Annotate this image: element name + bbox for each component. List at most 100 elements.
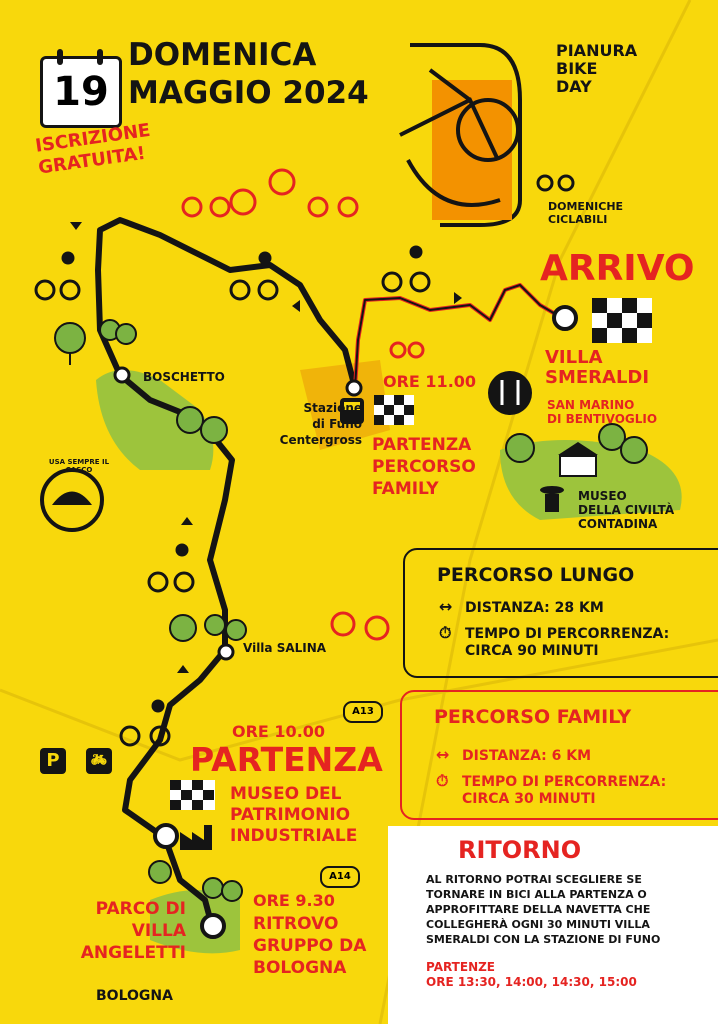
factory-icon bbox=[180, 825, 212, 850]
museum-line2: DELLA CIVILTÀ bbox=[578, 503, 675, 517]
checkered-flag-icon bbox=[592, 298, 652, 343]
family-start-label: PARTENZA PERCORSO FAMILY bbox=[372, 434, 476, 500]
museum-label: MUSEO DELLA CIVILTÀ CONTADINA bbox=[578, 489, 674, 531]
bike-logo-icon bbox=[399, 43, 575, 227]
brand-line2: BIKE bbox=[556, 59, 598, 78]
start-place-line2: PATRIMONIO bbox=[230, 805, 351, 825]
brand-line3: DAY bbox=[556, 77, 592, 96]
checkered-flag-icon bbox=[374, 395, 414, 425]
fork-knife-icon bbox=[488, 371, 532, 415]
family-start-line3: FAMILY bbox=[372, 479, 439, 499]
ritorno-line2: TORNARE IN BICI ALLA PARTENZA O bbox=[426, 888, 647, 901]
waypoint-villa-salina bbox=[217, 643, 235, 661]
stopwatch-icon: ⏱ bbox=[436, 771, 449, 790]
family-start-time: ORE 11.00 bbox=[383, 372, 477, 391]
percorso-lungo-distance: ↔ DISTANZA: 28 KM bbox=[439, 598, 604, 617]
helmet-text: USA SEMPRE IL CASCO bbox=[48, 458, 110, 474]
meeting-line1: RITROVO bbox=[253, 914, 339, 934]
arrival-place: VILLA SMERALDI bbox=[545, 348, 649, 388]
arrows-icon: ↔ bbox=[436, 745, 450, 764]
park-line3: ANGELETTI bbox=[80, 943, 186, 963]
boschetto-label: BOSCHETTO bbox=[143, 370, 225, 384]
villa-salina-label: Villa SALINA bbox=[243, 641, 327, 655]
percorso-lungo-title: PERCORSO LUNGO bbox=[437, 564, 635, 586]
ritorno-title: RITORNO bbox=[458, 836, 582, 864]
train-icon bbox=[340, 398, 364, 424]
event-date-title: DOMENICA MAGGIO 2024 bbox=[128, 36, 369, 112]
meeting-line3: BOLOGNA bbox=[253, 958, 347, 978]
arrival-sub-line1: SAN MARINO bbox=[547, 398, 635, 412]
percorso-lungo-time: ⏱ TEMPO DI PERCORRENZA: bbox=[439, 624, 669, 643]
family-route-outline bbox=[354, 284, 563, 389]
calendar-ring bbox=[57, 49, 63, 65]
distance-text: DISTANZA: 6 KM bbox=[462, 748, 592, 764]
waypoint-funo bbox=[345, 379, 363, 397]
parking-icon: P bbox=[40, 748, 66, 774]
brand-line1: PIANURA bbox=[556, 41, 638, 60]
station-label: Stazione di Funo Centergross bbox=[250, 400, 362, 448]
park-line2: VILLA bbox=[131, 921, 186, 941]
event-day: 19 bbox=[53, 69, 109, 115]
station-line3: Centergross bbox=[279, 433, 362, 447]
ritorno-line1: AL RITORNO POTRAI SCEGLIERE SE bbox=[426, 873, 642, 886]
family-start-line2: PERCORSO bbox=[372, 457, 476, 477]
percorso-family-title: PERCORSO FAMILY bbox=[434, 706, 632, 728]
date-line1: DOMENICA bbox=[128, 37, 317, 73]
start-place-line1: MUSEO DEL bbox=[230, 784, 342, 804]
time-text: TEMPO DI PERCORRENZA: bbox=[462, 774, 667, 790]
meeting-label: RITROVO GRUPPO DA BOLOGNA bbox=[253, 913, 366, 979]
bike-sign-icon: 🚲︎ bbox=[86, 748, 112, 774]
arrival-subplace: SAN MARINO DI BENTIVOGLIO bbox=[547, 398, 657, 426]
brand-sub2: CICLABILI bbox=[548, 213, 608, 226]
waypoint-boschetto bbox=[113, 366, 131, 384]
cyclist-icon bbox=[34, 245, 431, 747]
brand-subtitle: DOMENICHE CICLABILI bbox=[548, 200, 623, 226]
distance-text: DISTANZA: 28 KM bbox=[465, 600, 604, 616]
start-place-line3: INDUSTRIALE bbox=[230, 826, 358, 846]
park-line1: PARCO DI bbox=[95, 899, 186, 919]
arrival-place-line1: VILLA bbox=[545, 347, 603, 368]
green-area bbox=[96, 370, 214, 470]
date-line2: MAGGIO 2024 bbox=[128, 75, 369, 111]
percorso-family-distance: ↔ DISTANZA: 6 KM bbox=[436, 746, 591, 765]
arrival-sub-line2: DI BENTIVOGLIO bbox=[547, 412, 658, 426]
station-line1: Stazione bbox=[303, 401, 363, 415]
percorso-family-time-value: CIRCA 30 MINUTI bbox=[462, 791, 596, 807]
meeting-line2: GRUPPO DA bbox=[253, 936, 367, 956]
ritorno-departures: PARTENZE ORE 13:30, 14:00, 14:30, 15:00 bbox=[426, 960, 637, 990]
checkered-flag-icon bbox=[170, 780, 215, 810]
museum-line3: CONTADINA bbox=[578, 517, 658, 531]
arrival-label: ARRIVO bbox=[540, 248, 695, 289]
waypoint-ritrovo bbox=[200, 913, 226, 939]
ritorno-text: AL RITORNO POTRAI SCEGLIERE SE TORNARE I… bbox=[426, 872, 706, 947]
background-road bbox=[0, 638, 718, 762]
ritorno-line4: COLLEGHERÀ OGNI 30 MINUTI VILLA bbox=[426, 918, 650, 931]
percorso-lungo-box: PERCORSO LUNGO ↔ DISTANZA: 28 KM ⏱ TEMPO D… bbox=[403, 548, 718, 678]
highway-a14-label: A14 bbox=[320, 866, 360, 888]
ritorno-line5: SMERALDI CON LA STAZIONE DI FUNO bbox=[426, 933, 661, 946]
departures-times: ORE 13:30, 14:00, 14:30, 15:00 bbox=[426, 975, 637, 989]
waypoint-arrivo bbox=[552, 305, 578, 331]
farmer-icon bbox=[540, 486, 564, 512]
ritorno-panel bbox=[388, 826, 718, 1024]
tree-icon bbox=[54, 319, 648, 902]
departures-label: PARTENZE bbox=[426, 960, 496, 974]
arrows-icon: ↔ bbox=[439, 597, 453, 616]
start-label: PARTENZA bbox=[190, 740, 383, 779]
ritorno-line3: APPROFITTARE DELLA NAVETTA CHE bbox=[426, 903, 651, 916]
cyclist-icon bbox=[181, 168, 425, 641]
arrival-place-line2: SMERALDI bbox=[545, 367, 650, 388]
bologna-label: BOLOGNA bbox=[96, 988, 173, 1004]
waypoint-partenza bbox=[153, 823, 179, 849]
time-text: TEMPO DI PERCORRENZA: bbox=[465, 626, 670, 642]
station-line2: di Funo bbox=[312, 417, 362, 431]
brand-sub1: DOMENICHE bbox=[548, 200, 624, 213]
route-arrow-icon bbox=[70, 222, 462, 673]
calendar-ring bbox=[97, 49, 103, 65]
percorso-lungo-time-value: CIRCA 90 MINUTI bbox=[465, 643, 599, 659]
meeting-park: PARCO DI VILLA ANGELETTI bbox=[56, 898, 186, 964]
temple-icon bbox=[558, 442, 598, 477]
stopwatch-icon: ⏱ bbox=[439, 623, 452, 642]
